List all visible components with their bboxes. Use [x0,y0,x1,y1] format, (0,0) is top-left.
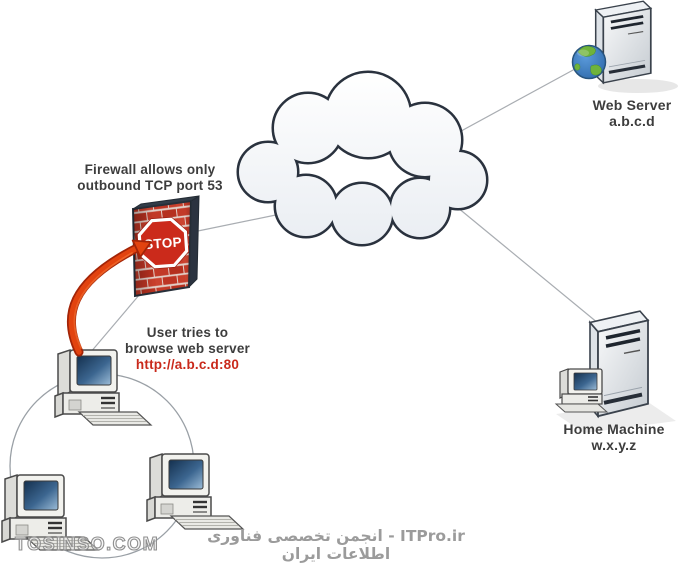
home-machine-label: Home Machine w.x.y.z [553,421,675,453]
home-machine-shadow [556,402,676,433]
user-action-label: User tries to browse web server http://a… [100,325,275,373]
user-action-url: http://a.b.c.d:80 [135,357,240,372]
stop-sign-text: STOP [144,235,183,253]
stop-sign-icon: STOP [136,216,190,270]
firewall-label-line2: outbound TCP port 53 [77,178,223,193]
firewall-label: Firewall allows only outbound TCP port 5… [50,162,250,194]
watermark-itpro: ITPro.ir - انجمن تخصصی فناوری اطلاعات ای… [207,527,465,563]
web-server-title: Web Server [592,97,672,113]
link-firewall-lan [89,293,141,354]
mini-desktop-icon [554,368,609,413]
home-machine-address: w.x.y.z [591,437,637,453]
firewall-label-line1: Firewall allows only [84,162,216,177]
internet-cloud-icon [236,70,489,247]
link-cloud-webserver [451,62,587,137]
link-cloud-homemachine [445,197,605,329]
desktop-computer-icon-right [145,452,245,531]
home-machine-icon [554,309,676,433]
lan-computers [0,348,245,552]
web-server-label: Web Server a.b.c.d [573,97,678,129]
globe-icon [571,44,607,80]
home-machine-title: Home Machine [563,421,665,437]
web-server-address: a.b.c.d [609,113,655,129]
connection-lines [89,62,605,354]
user-action-line1: User tries to [146,325,229,340]
web-server-icon [571,0,678,93]
user-action-line2: browse web server [125,341,250,356]
web-server-shadow [598,79,678,93]
blocked-arrow-icon [66,239,152,357]
firewall-icon: STOP [131,195,200,298]
watermark-tosinso: TOSINSO.COM [14,533,160,554]
